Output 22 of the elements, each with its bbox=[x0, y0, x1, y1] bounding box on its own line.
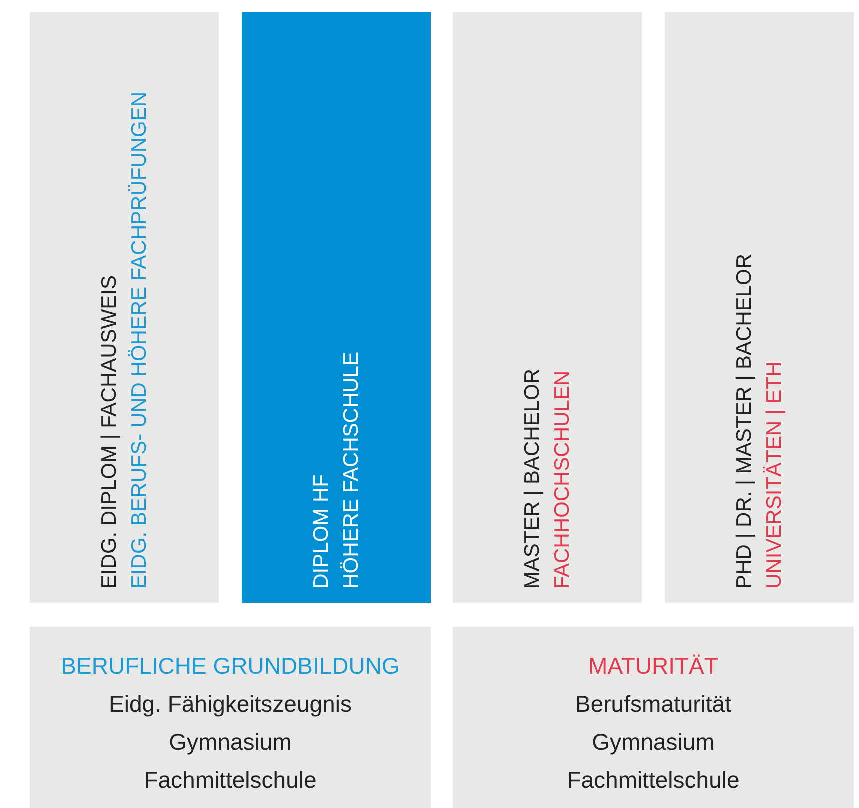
education-panel bbox=[453, 627, 854, 808]
exam-type-text: EIDG. BERUFS- UND HÖHERE FACHPRÜFUNGEN bbox=[126, 92, 152, 589]
school-type-text: UNIVERSITÄTEN | ETH bbox=[762, 360, 786, 589]
section-heading: MATURITÄT bbox=[588, 652, 718, 681]
certificate-text: Berufsmaturität bbox=[576, 690, 732, 719]
qualification-text: EIDG. DIPLOM | FACHAUSWEIS bbox=[96, 274, 122, 589]
qualification-text: MASTER | BACHELOR bbox=[520, 368, 544, 589]
qualification-column bbox=[30, 12, 219, 603]
qualification-text: DIPLOM HF bbox=[308, 474, 334, 589]
qualification-column bbox=[665, 12, 854, 603]
qualification-text: PHD | DR. | MASTER | BACHELOR bbox=[732, 254, 756, 589]
school-type-text: Fachmittelschule bbox=[144, 766, 317, 795]
school-type-text: Gymnasium bbox=[169, 728, 292, 757]
qualification-column bbox=[242, 12, 431, 603]
section-heading: BERUFLICHE GRUNDBILDUNG bbox=[61, 652, 400, 681]
school-type-text: Gymnasium bbox=[592, 728, 715, 757]
school-type-text: Fachmittelschule bbox=[567, 766, 740, 795]
qualification-column bbox=[453, 12, 642, 603]
school-type-text: FACHHOCHSCHULEN bbox=[550, 370, 574, 589]
education-panel bbox=[30, 627, 431, 808]
certificate-text: Eidg. Fähigkeitszeugnis bbox=[109, 690, 352, 719]
school-type-text: HÖHERE FACHSCHULE bbox=[338, 352, 364, 589]
